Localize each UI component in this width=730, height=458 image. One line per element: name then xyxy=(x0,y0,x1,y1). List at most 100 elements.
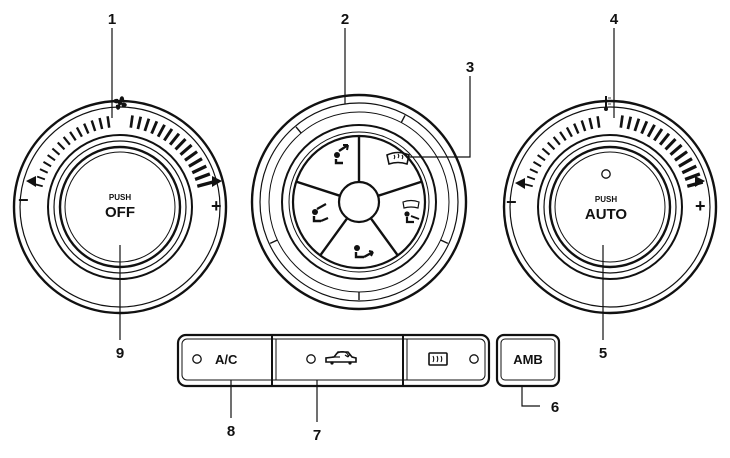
scale-tick xyxy=(179,143,193,156)
scale-tick xyxy=(524,183,533,188)
fan-decrease-arrow xyxy=(26,176,36,187)
temperature-scale xyxy=(524,115,704,188)
button-bar: A/C xyxy=(176,333,491,388)
scale-tick xyxy=(529,168,539,174)
scale-tick xyxy=(34,183,43,188)
temp-auto-label[interactable]: AUTO xyxy=(585,206,628,223)
scale-tick xyxy=(184,150,199,162)
ac-button[interactable]: A/C xyxy=(192,352,238,367)
dial-notch xyxy=(295,126,302,134)
scale-tick xyxy=(674,150,689,162)
scale-tick xyxy=(191,164,207,175)
scale-tick xyxy=(565,126,573,138)
dial-notch xyxy=(440,239,449,245)
scale-tick xyxy=(541,147,551,156)
floor-icon[interactable] xyxy=(354,245,374,259)
callout-leaders xyxy=(111,28,615,422)
thermometer-icon xyxy=(604,96,611,111)
temp-plus-sign: + xyxy=(695,196,706,216)
amb-button[interactable]: AMB xyxy=(495,333,561,388)
ac-button-label: A/C xyxy=(215,352,238,367)
callout-8: 8 xyxy=(227,423,235,440)
scale-tick xyxy=(684,172,701,181)
temp-minus-sign: − xyxy=(506,192,517,212)
defrost-floor-icon[interactable] xyxy=(402,199,420,224)
scale-tick xyxy=(596,116,601,128)
scale-tick xyxy=(106,116,111,128)
fan-speed-knob[interactable]: − + PUSH OFF xyxy=(12,96,228,315)
scale-tick xyxy=(633,118,641,132)
segment-divider xyxy=(295,180,341,197)
scale-tick xyxy=(194,172,211,181)
fan-plus-sign: + xyxy=(211,196,222,216)
callout-4: 4 xyxy=(610,11,619,28)
scale-tick xyxy=(532,161,542,168)
dial-notch xyxy=(400,115,406,123)
scale-tick xyxy=(678,157,693,168)
scale-tick xyxy=(98,117,104,130)
fan-icon xyxy=(113,96,127,110)
fan-push-label: PUSH xyxy=(109,193,131,202)
temp-decrease-arrow xyxy=(515,178,525,189)
scale-tick xyxy=(646,124,656,138)
scale-tick xyxy=(143,118,151,132)
scale-tick xyxy=(47,154,56,162)
callout-9: 9 xyxy=(116,345,124,362)
ac-indicator-led xyxy=(192,354,202,364)
scale-tick xyxy=(156,124,166,138)
temp-increase-arrow xyxy=(695,176,705,187)
temperature-knob[interactable]: − + PUSH AUTO xyxy=(502,96,718,315)
scale-tick xyxy=(559,131,567,142)
scale-tick xyxy=(573,123,580,134)
rear-defrost-icon xyxy=(428,352,448,366)
scale-tick xyxy=(69,131,77,142)
windshield-defrost-icon[interactable] xyxy=(386,151,410,166)
scale-tick xyxy=(552,136,561,146)
scale-tick xyxy=(580,120,587,132)
fan-increase-arrow xyxy=(212,176,222,187)
recirculation-button[interactable] xyxy=(306,351,357,365)
auto-indicator-led xyxy=(601,169,611,179)
scale-tick xyxy=(640,120,649,135)
scale-tick xyxy=(664,138,677,151)
scale-tick xyxy=(42,161,52,168)
amb-button-label: AMB xyxy=(513,352,543,367)
rear-defrost-button[interactable] xyxy=(428,352,479,366)
callout-2: 2 xyxy=(341,11,349,28)
air-distribution-dial[interactable] xyxy=(250,93,468,311)
dial-segment-dividers xyxy=(295,136,423,257)
scale-tick xyxy=(681,164,697,175)
scale-tick xyxy=(163,128,174,142)
dial-position-marks xyxy=(269,115,449,300)
segment-divider xyxy=(319,217,349,257)
scale-tick xyxy=(90,120,97,132)
scale-tick xyxy=(588,117,594,130)
scale-tick xyxy=(168,132,181,146)
scale-tick xyxy=(196,180,214,188)
scale-tick xyxy=(136,116,143,130)
scale-tick xyxy=(56,141,66,151)
fan-speed-scale xyxy=(34,115,214,188)
scale-tick xyxy=(653,128,664,142)
fan-minus-sign: − xyxy=(18,190,29,210)
scale-tick xyxy=(619,115,624,128)
face-floor-icon[interactable] xyxy=(312,203,329,223)
callout-3: 3 xyxy=(466,59,474,76)
vent-face-icon[interactable] xyxy=(334,144,349,165)
scale-tick xyxy=(83,123,90,134)
scale-tick xyxy=(546,141,556,151)
scale-tick xyxy=(51,147,61,156)
fan-off-label[interactable]: OFF xyxy=(105,204,135,221)
segment-divider xyxy=(369,217,399,257)
scale-tick xyxy=(36,175,46,181)
scale-tick xyxy=(150,120,159,135)
scale-tick xyxy=(39,168,49,174)
scale-tick xyxy=(75,126,83,138)
recirculation-indicator-led xyxy=(306,354,316,364)
callout-1: 1 xyxy=(108,11,116,28)
callout-7: 7 xyxy=(313,427,321,444)
callout-5: 5 xyxy=(599,345,607,362)
scale-tick xyxy=(658,132,671,146)
scale-tick xyxy=(188,157,203,168)
scale-tick xyxy=(62,136,71,146)
